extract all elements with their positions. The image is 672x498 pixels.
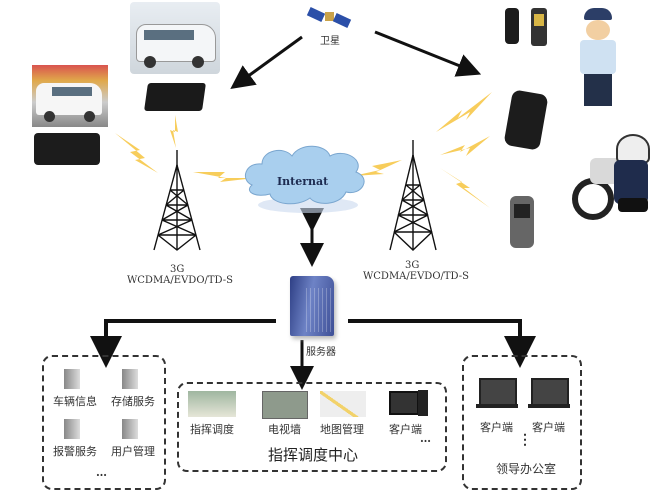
more-ellipsis: … — [420, 432, 431, 445]
video-wall-icon — [262, 391, 308, 419]
internet-cloud-icon — [244, 145, 365, 213]
center-label-video-wall: 电视墙 — [268, 423, 301, 436]
mobile-dvr-icon — [144, 83, 206, 111]
lightning-bolt — [440, 136, 490, 156]
command-center-box — [177, 382, 447, 472]
service-group-box — [42, 355, 166, 490]
lightning-bolt — [170, 115, 178, 148]
leader-office-box — [462, 355, 582, 490]
server-label: 服务器 — [306, 347, 336, 358]
arrow-server-to-right — [348, 319, 536, 368]
arrow-server-to-left — [90, 319, 276, 368]
rugged-phone-icon — [510, 196, 534, 248]
cell-tower-right-icon — [389, 140, 437, 251]
lightning-bolt — [115, 133, 158, 173]
service-label-storage: 存储服务 — [111, 395, 155, 408]
laptop-base — [528, 404, 570, 408]
service-label-vehicle-info: 车辆信息 — [53, 395, 97, 408]
more-ellipsis-vertical: ⋮ — [518, 432, 532, 448]
police-officer-icon — [570, 8, 626, 108]
server-icon — [122, 369, 138, 389]
lightning-bolt — [353, 160, 402, 176]
pc-tower-icon — [418, 390, 428, 416]
center-label-dispatch: 指挥调度 — [190, 423, 234, 436]
lightning-bolt — [440, 168, 490, 208]
desktop-computer-icon — [389, 391, 419, 415]
laptop-icon — [531, 378, 569, 406]
tower-left-label-line1: 3G — [170, 264, 185, 275]
tower-right-label-line2: WCDMA/EVDO/TD-S — [363, 271, 469, 282]
ambulance-photo-icon — [32, 65, 108, 127]
service-label-alarm: 报警服务 — [53, 445, 97, 458]
satellite-label: 卫星 — [320, 36, 340, 47]
satellite-icon — [306, 4, 352, 30]
laptop-base — [476, 404, 518, 408]
arrow-satellite-to-police — [374, 30, 482, 77]
tower-left-label-line2: WCDMA/EVDO/TD-S — [127, 275, 233, 286]
handheld-device-icon — [531, 8, 547, 46]
server-icon — [64, 369, 80, 389]
command-center-title: 指挥调度中心 — [268, 446, 359, 464]
service-label-user-mgmt: 用户管理 — [111, 445, 155, 458]
tower-right-label-line1: 3G — [405, 260, 420, 271]
server-icon — [122, 419, 138, 439]
cell-tower-left-icon — [153, 150, 201, 251]
center-label-client: 客户端 — [389, 423, 422, 436]
office-label-client-1: 客户端 — [480, 421, 513, 434]
lightning-bolt — [193, 172, 255, 182]
laptop-icon — [479, 378, 517, 406]
motorcycle-police-icon — [570, 128, 652, 220]
server-icon — [290, 276, 334, 336]
control-room-icon — [188, 391, 236, 417]
internet-label: Internat — [277, 175, 329, 188]
lightning-bolt — [436, 92, 492, 132]
handheld-device-icon — [505, 8, 519, 44]
map-icon — [320, 391, 366, 417]
more-ellipsis: … — [96, 466, 107, 479]
leader-office-title: 领导办公室 — [496, 462, 557, 476]
office-label-client-2: 客户端 — [532, 421, 565, 434]
arrow-satellite-to-vehicle — [230, 35, 303, 90]
server-icon — [64, 419, 80, 439]
van-photo-icon — [130, 2, 220, 74]
mobile-dvr-icon — [34, 133, 100, 165]
center-label-map: 地图管理 — [320, 423, 364, 436]
